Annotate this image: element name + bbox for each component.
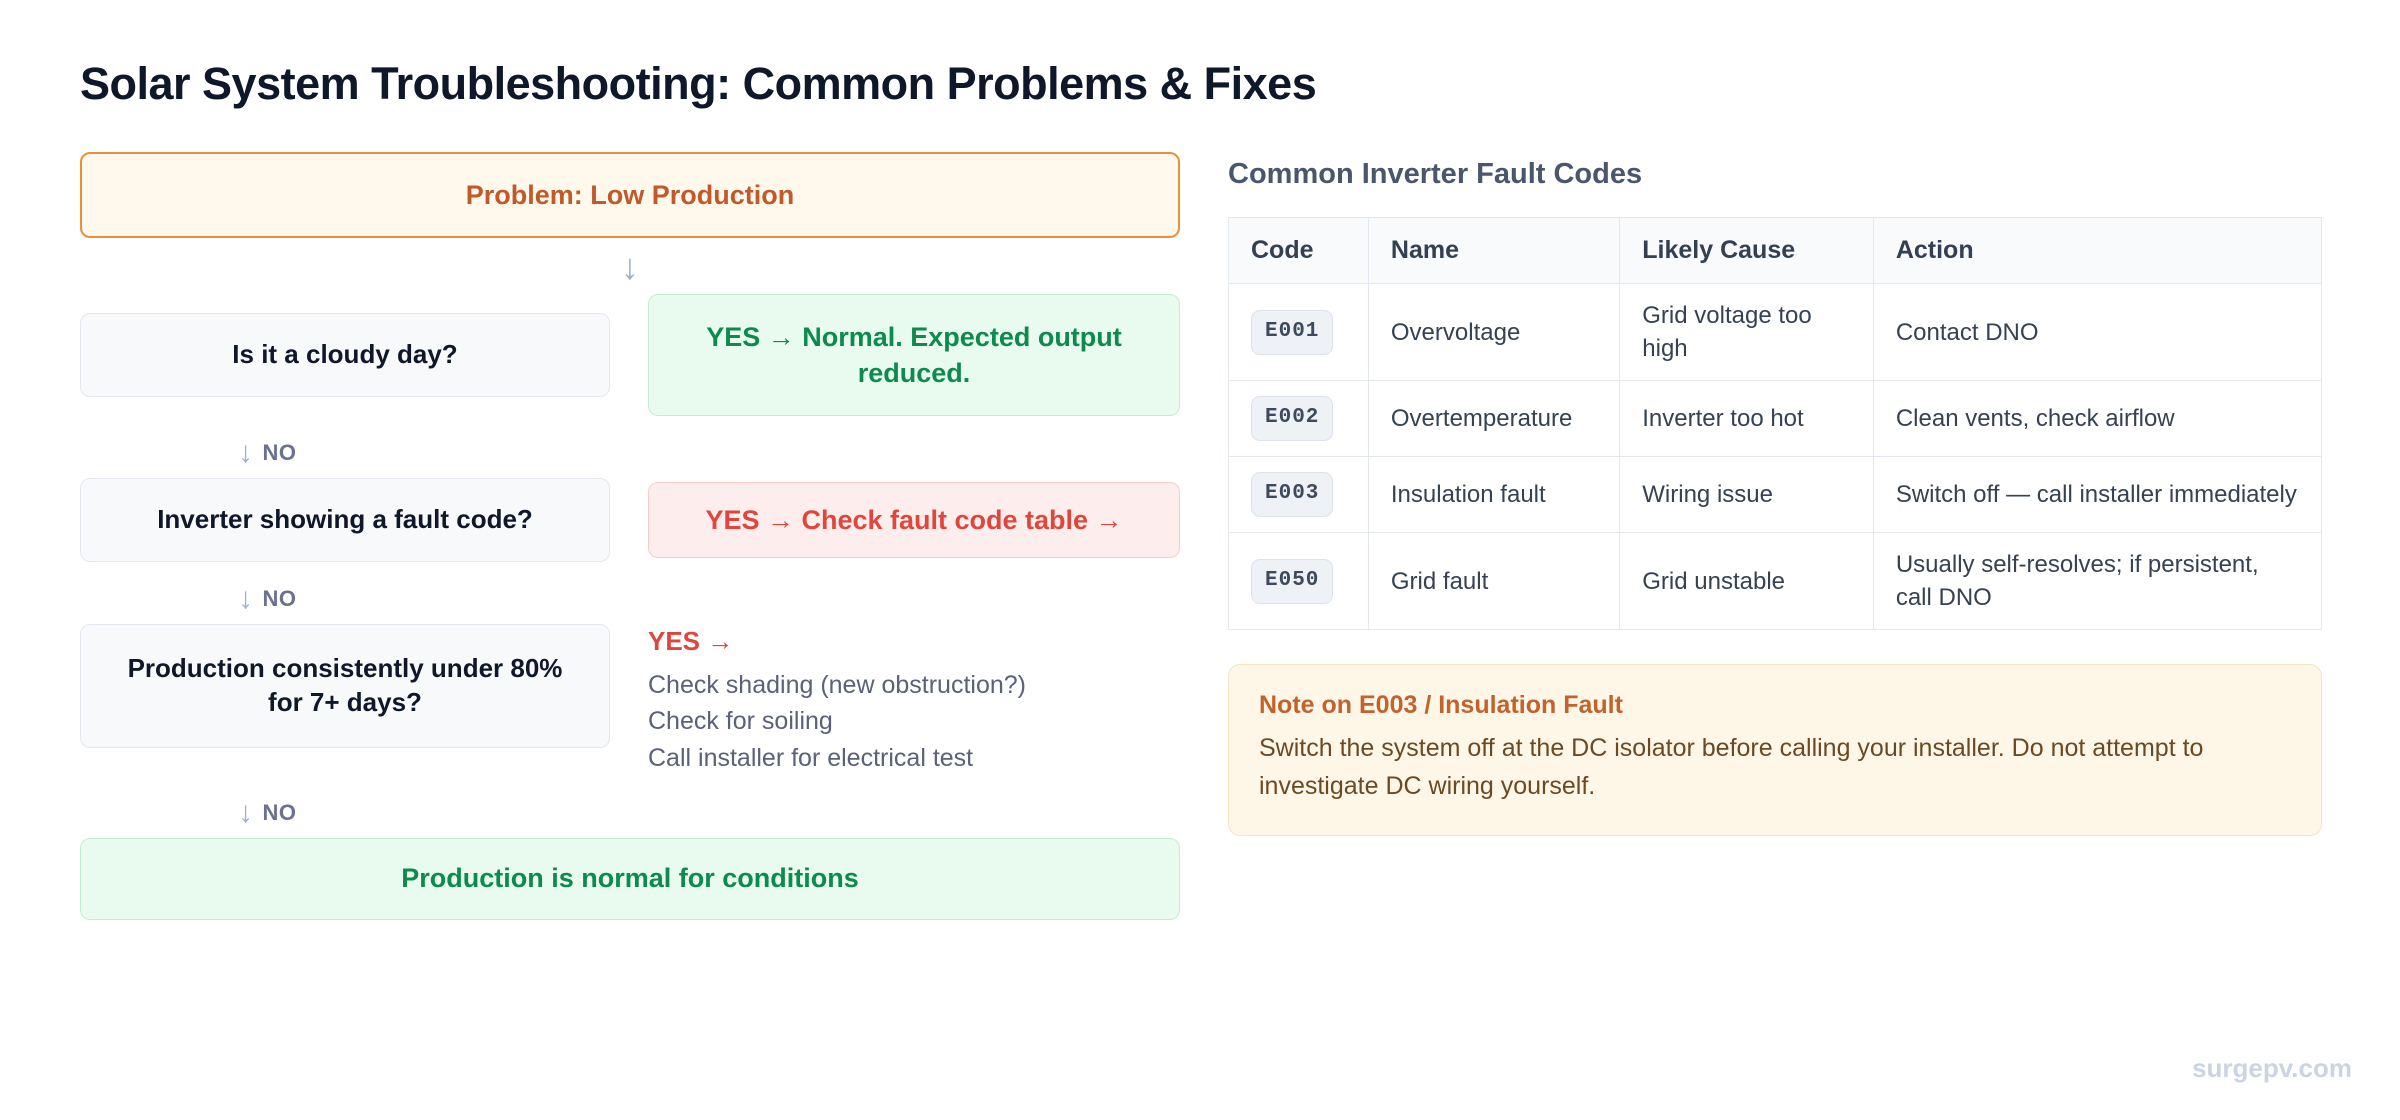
fault-name-cell: Insulation fault [1367,456,1621,534]
no-branch-label: ↓ NO [238,795,1180,829]
column-header-name: Name [1367,217,1621,284]
no-branch-label: ↓ NO [238,436,1180,469]
question-box: Production consistently under 80% for 7+… [80,624,610,748]
question-label: Inverter showing a fault code? [157,504,533,535]
likely-cause-cell: Inverter too hot [1619,380,1874,458]
terminal-label: Production is normal for conditions [401,863,859,894]
no-branch-label: ↓ NO [238,582,1180,615]
likely-cause-cell: Grid voltage too high [1619,282,1874,382]
arrow-down-icon: ↓ [621,246,639,287]
flowchart-terminal-node: Production is normal for conditions [80,837,1180,920]
insulation-fault-note: Note on E003 / Insulation Fault Switch t… [1228,664,2322,837]
fault-code-table: Code Name Likely Cause Action E001 Overv… [1228,217,2323,631]
checklist-item: Check for soiling [648,707,833,736]
table-row: E001 Overvoltage Grid voltage too high C… [1228,282,2323,382]
arrow-down-icon: ↓ [238,795,254,829]
fault-code-badge: E001 [1251,309,1334,355]
content-columns: Problem: Low Production ↓ Is it a cloudy… [80,152,2323,920]
page-title: Solar System Troubleshooting: Common Pro… [80,58,1317,109]
flow-step-cloudy-day: Is it a cloudy day? YES → Normal. Expect… [80,294,1180,416]
likely-cause-cell: Wiring issue [1619,456,1874,534]
flowchart-root-label: Problem: Low Production [465,179,795,210]
arrow-down-icon: ↓ [238,436,254,469]
table-header-row: Code Name Likely Cause Action [1228,217,2323,284]
column-header-code: Code [1228,217,1369,284]
note-body: Switch the system off at the DC isolator… [1259,734,2204,800]
flow-step-fault-code: Inverter showing a fault code? YES → Che… [80,478,1180,562]
checklist-item: Check shading (new obstruction?) [648,671,1026,699]
note-title: Note on E003 / Insulation Fault [1259,691,1623,720]
action-cell: Clean vents, check airflow [1872,380,2323,458]
fault-name-cell: Overvoltage [1367,282,1621,382]
flowchart-root-node: Problem: Low Production [80,152,1180,238]
fault-code-badge: E050 [1251,558,1334,604]
column-header-likely-cause: Likely Cause [1619,217,1874,284]
no-label-text: NO [262,440,297,465]
yes-checklist: YES → Check shading (new obstruction?) C… [648,624,1180,776]
fault-codes-section: Common Inverter Fault Codes Code Name Li… [1228,152,2323,837]
no-label-text: NO [262,586,297,611]
checklist-item: Call installer for electrical test [648,743,974,772]
question-box: Is it a cloudy day? [80,313,610,397]
flow-step-low-production: Production consistently under 80% for 7+… [80,624,1180,776]
fault-name-cell: Overtemperature [1367,380,1621,458]
action-cell: Contact DNO [1872,282,2323,382]
table-row: E003 Insulation fault Wiring issue Switc… [1228,456,2323,534]
fault-code-badge: E002 [1251,396,1334,442]
question-label: Production consistently under 80% for 7+… [127,653,563,717]
yes-label: YES → [648,626,734,656]
answer-label: YES → Check fault code table → [705,504,1123,535]
action-cell: Switch off — call installer immediately [1872,456,2323,534]
question-label: Is it a cloudy day? [232,339,458,370]
watermark: surgepv.com [2192,1053,2352,1083]
no-label-text: NO [262,799,297,825]
answer-box-positive: YES → Normal. Expected output reduced. [648,294,1180,416]
answer-label: YES → Normal. Expected output reduced. [706,321,1122,388]
table-row: E050 Grid fault Grid unstable Usually se… [1228,532,2323,631]
flowchart: Problem: Low Production ↓ Is it a cloudy… [80,152,1180,920]
column-header-action: Action [1872,217,2323,284]
fault-name-cell: Grid fault [1367,532,1621,631]
action-cell: Usually self-resolves; if persistent, ca… [1872,532,2323,631]
likely-cause-cell: Grid unstable [1619,532,1874,631]
question-box: Inverter showing a fault code? [80,478,610,562]
table-row: E002 Overtemperature Inverter too hot Cl… [1228,380,2323,458]
fault-table-heading: Common Inverter Fault Codes [1228,158,1643,190]
answer-box-alert: YES → Check fault code table → [648,482,1180,558]
arrow-down-icon: ↓ [238,582,254,615]
fault-code-badge: E003 [1251,472,1334,518]
